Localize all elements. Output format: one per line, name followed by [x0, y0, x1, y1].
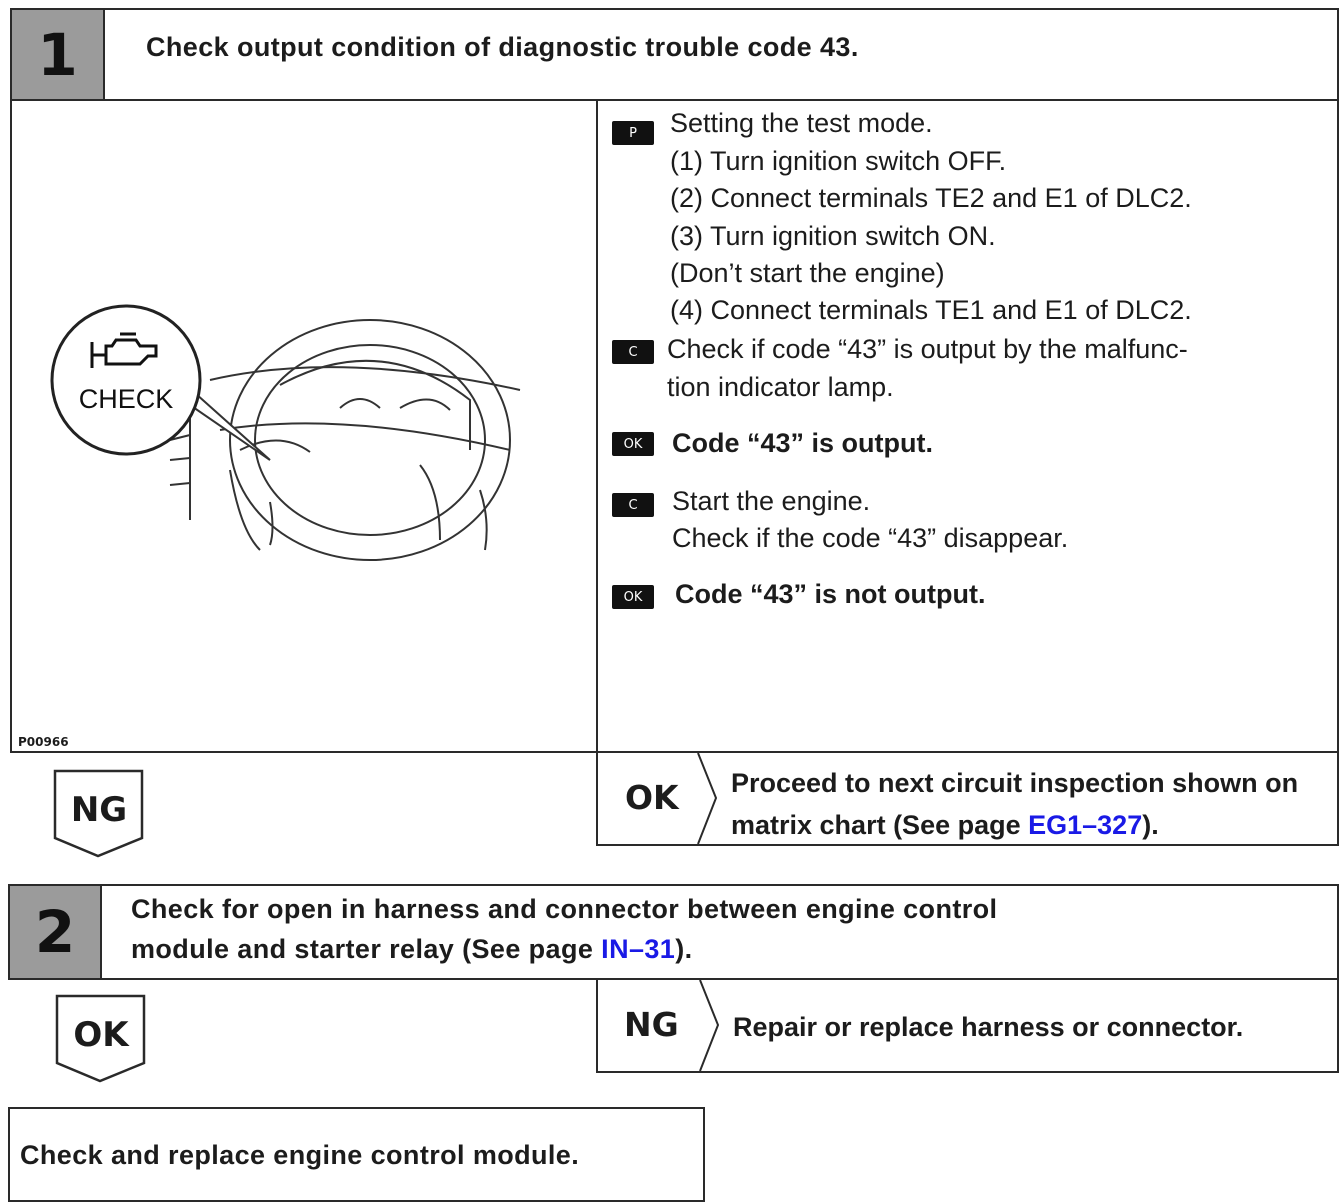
ok-result-prefix: matrix chart (See page: [731, 810, 1029, 840]
preparation-step-1: (1) Turn ignition switch OFF.: [670, 146, 1007, 176]
ok1-text: Code “43” is output.: [672, 428, 934, 458]
ok2-text: Code “43” is not output.: [675, 579, 986, 609]
check-label: CHECK: [79, 384, 174, 414]
preparation-note: (Don’t start the engine): [670, 258, 945, 288]
figure-code: P00966: [18, 735, 69, 749]
step1-title: Check output condition of diagnostic tro…: [146, 32, 859, 62]
step1-number: 1: [12, 10, 103, 99]
ok-arrow-badge: [55, 994, 146, 1083]
step1-divider: [103, 10, 105, 99]
ok-result-box: [596, 751, 1339, 846]
ok-result-line2: matrix chart (See page EG1–327).: [731, 807, 1159, 845]
ok-divider-chevron: [697, 753, 718, 844]
step2-divider: [100, 886, 102, 978]
check2-line1: Start the engine.: [672, 486, 871, 516]
preparation-step-3: (3) Turn ignition switch ON.: [670, 221, 996, 251]
check-icon-2: C: [612, 493, 654, 517]
ok-result-suffix: ).: [1142, 810, 1159, 840]
ok-label-2: OK: [73, 1015, 129, 1055]
ok-label: OK: [625, 778, 679, 817]
step2-title-line2: module and starter relay (See page IN–31…: [131, 934, 693, 965]
ng-label: NG: [70, 790, 128, 830]
ng-result-text: Repair or replace harness or connector.: [733, 1012, 1244, 1042]
preparation-step-4: (4) Connect terminals TE1 and E1 of DLC2…: [670, 295, 1192, 325]
step2-title-line1: Check for open in harness and connector …: [131, 894, 998, 924]
check-icon: C: [612, 340, 654, 364]
ng-arrow-badge: [53, 769, 144, 858]
step2-number: 2: [10, 886, 100, 978]
final-text: Check and replace engine control module.: [20, 1140, 580, 1170]
preparation-step-2: (2) Connect terminals TE2 and E1 of DLC2…: [670, 183, 1192, 213]
step2-title-suffix: ).: [675, 934, 693, 964]
check1-line2: tion indicator lamp.: [667, 372, 894, 402]
check1-line1: Check if code “43” is output by the malf…: [667, 334, 1188, 364]
ng-label-2: NG: [624, 1005, 679, 1044]
dashboard-illustration: CHECK: [50, 304, 521, 561]
preparation-icon: P: [612, 121, 654, 145]
page-link-eg1-327[interactable]: EG1–327: [1028, 810, 1143, 840]
ok-icon: OK: [612, 432, 654, 456]
step2-title-prefix: module and starter relay (See page: [131, 934, 602, 964]
ok-icon-2: OK: [612, 585, 654, 609]
engine-check-icon: [90, 332, 158, 368]
ng-divider-chevron: [699, 980, 720, 1071]
page-link-in-31[interactable]: IN–31: [601, 934, 676, 964]
preparation-heading: Setting the test mode.: [670, 108, 933, 138]
step1-body-divider: [596, 99, 598, 753]
ok-result-line1: Proceed to next circuit inspection shown…: [731, 768, 1299, 798]
check2-line2: Check if the code “43” disappear.: [672, 523, 1069, 553]
ng-result-box: [596, 978, 1339, 1073]
